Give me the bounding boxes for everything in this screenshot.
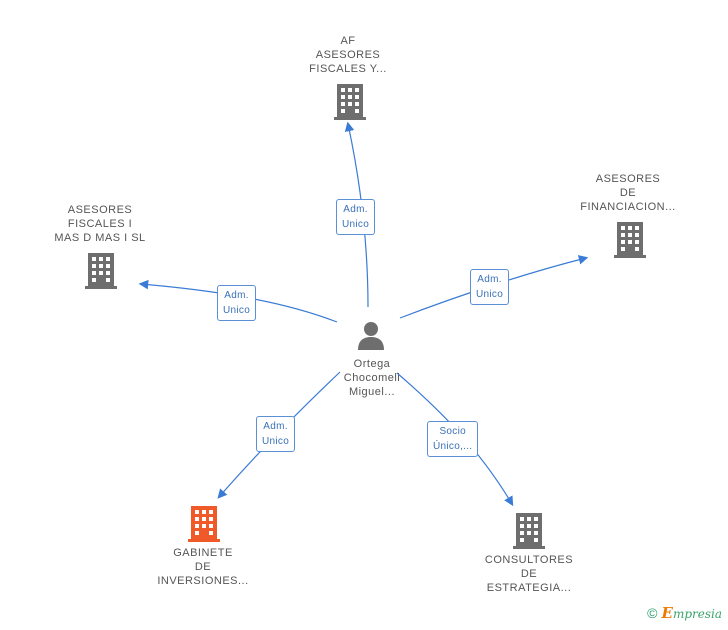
- edge-label-gabinete-line-1: Adm.: [263, 421, 288, 432]
- company-label-af[interactable]: AF ASESORES FISCALES Y...: [298, 34, 398, 76]
- company-label-asesores-fiscales[interactable]: ASESORES FISCALES I MAS D MAS I SL: [48, 203, 152, 245]
- building-icon[interactable]: [614, 222, 646, 258]
- asesores-fin-line-2: DE: [619, 187, 637, 199]
- edge-label-asesores-fiscales: Adm. Unico: [217, 285, 257, 321]
- copyright-icon: ©: [647, 605, 658, 621]
- af-line-3: FISCALES Y...: [309, 63, 387, 75]
- edge-label-asesores-fin-line-1: Adm.: [477, 274, 502, 285]
- edge-label-asesores-fin-line-2: Unico: [476, 289, 504, 300]
- edge-label-asesores-fiscales-line-2: Unico: [223, 305, 251, 316]
- person-icon[interactable]: [357, 320, 385, 350]
- center-line-3: Miguel...: [348, 386, 396, 398]
- edge-label-asesores-fiscales-line-1: Adm.: [224, 290, 249, 301]
- edge-label-af: Adm. Unico: [336, 199, 376, 235]
- brand-name: mpresia: [672, 607, 722, 621]
- edge-label-consultores-line-1: Socio: [439, 426, 466, 437]
- center-person-label[interactable]: Ortega Chocomeli Miguel...: [322, 357, 422, 399]
- edge-label-gabinete: Adm. Unico: [256, 416, 296, 452]
- building-icon[interactable]: [334, 84, 366, 120]
- brand-initial: E: [661, 604, 673, 622]
- edge-label-gabinete-line-2: Unico: [262, 436, 290, 447]
- empresia-footer[interactable]: ©Empresia: [647, 604, 722, 622]
- af-line-1: AF: [340, 35, 356, 47]
- af-line-2: ASESORES: [315, 49, 381, 61]
- edge-label-af-line-1: Adm.: [343, 204, 368, 215]
- gabinete-line-3: INVERSIONES...: [157, 575, 249, 587]
- gabinete-line-1: GABINETE: [173, 547, 233, 559]
- gabinete-line-2: DE: [194, 561, 212, 573]
- edge-label-asesores-fin: Adm. Unico: [470, 269, 510, 305]
- consultores-line-2: DE: [520, 568, 538, 580]
- center-line-1: Ortega: [353, 358, 391, 370]
- consultores-line-3: ESTRATEGIA...: [486, 582, 572, 594]
- asesores-fiscales-line-3: MAS D MAS I SL: [54, 232, 146, 244]
- consultores-line-1: CONSULTORES: [484, 554, 574, 566]
- building-icon[interactable]: [513, 513, 545, 549]
- company-label-gabinete[interactable]: GABINETE DE INVERSIONES...: [148, 546, 258, 588]
- edge-label-af-line-2: Unico: [342, 219, 370, 230]
- company-label-consultores[interactable]: CONSULTORES DE ESTRATEGIA...: [474, 553, 584, 595]
- building-icon[interactable]: [85, 253, 117, 289]
- building-icon-highlighted[interactable]: [188, 506, 220, 542]
- company-label-asesores-financiacion[interactable]: ASESORES DE FINANCIACION...: [573, 172, 683, 214]
- center-line-2: Chocomeli: [343, 372, 401, 384]
- edge-label-consultores-line-2: Único,...: [433, 441, 473, 452]
- edge-label-consultores: Socio Único,...: [427, 421, 479, 457]
- asesores-fin-line-3: FINANCIACION...: [580, 201, 676, 213]
- asesores-fiscales-line-1: ASESORES: [67, 204, 133, 216]
- asesores-fin-line-1: ASESORES: [595, 173, 661, 185]
- asesores-fiscales-line-2: FISCALES I: [67, 218, 133, 230]
